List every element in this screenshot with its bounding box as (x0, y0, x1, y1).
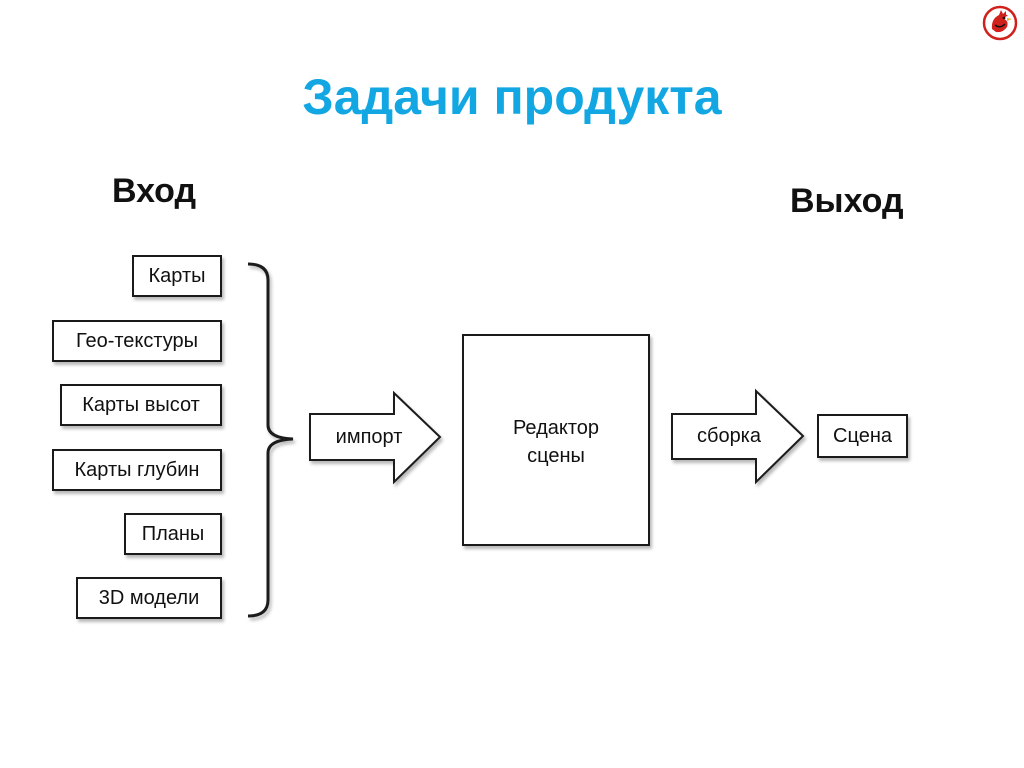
build-arrow (671, 388, 805, 485)
slide-title: Задачи продукта (302, 69, 722, 125)
input-box-depth-maps: Карты глубин (52, 449, 222, 491)
scene-editor-box: Редактор сцены (462, 334, 650, 546)
import-label: импорт (335, 426, 403, 448)
scene-editor-label-line2: сцены (527, 445, 585, 467)
build-label: сборка (696, 425, 761, 447)
input-label-3d-models: 3D модели (98, 586, 200, 609)
output-label-scene: Сцена (833, 424, 892, 447)
input-box-3d-models: 3D модели (76, 577, 222, 619)
scene-editor-label-line1: Редактор (512, 417, 600, 439)
input-label-depth-maps: Карты глубин (74, 458, 200, 481)
input-label-geo-textures: Гео-текстуры (75, 329, 199, 352)
rooster-logo-icon (982, 5, 1018, 41)
right-brace (247, 262, 294, 618)
input-box-height-maps: Карты высот (60, 384, 222, 426)
input-box-geo-textures: Гео-текстуры (52, 320, 222, 362)
output-box-scene: Сцена (817, 414, 908, 458)
input-heading: Вход (112, 172, 197, 210)
input-label-plans: Планы (141, 522, 205, 545)
import-arrow (309, 390, 442, 485)
input-box-plans: Планы (124, 513, 222, 555)
input-label-height-maps: Карты высот (82, 393, 200, 416)
output-heading: Выход (790, 182, 904, 220)
input-label-maps: Карты (148, 264, 206, 287)
input-box-maps: Карты (132, 255, 222, 297)
scene-editor-label: Редактор сцены (464, 414, 648, 470)
